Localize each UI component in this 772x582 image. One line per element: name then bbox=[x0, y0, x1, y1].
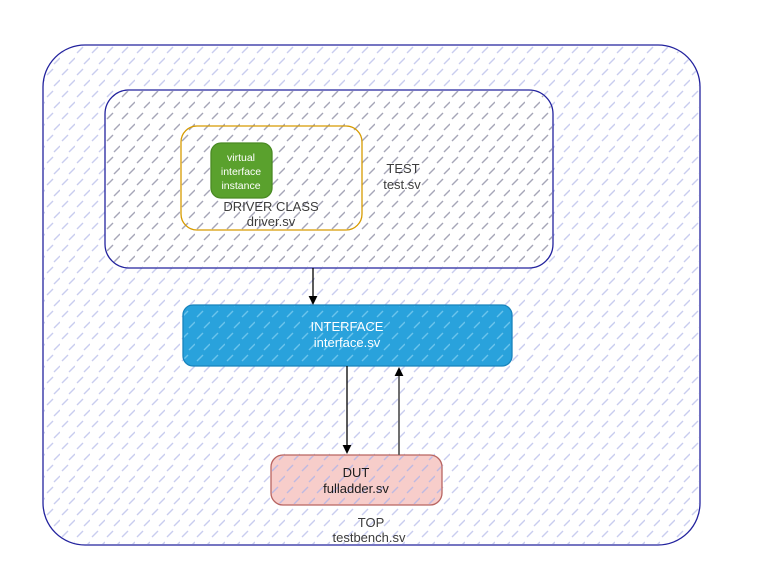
dut-node: DUT fulladder.sv bbox=[270, 454, 443, 506]
arrow-interface-to-dut bbox=[342, 366, 352, 454]
arrow-test-to-interface-head bbox=[308, 296, 318, 305]
interface-node: INTERFACE interface.sv bbox=[182, 304, 513, 367]
dut-subtitle: fulladder.sv bbox=[323, 481, 389, 496]
interface-box-hatch bbox=[184, 306, 511, 365]
dut-box-hatch bbox=[272, 456, 441, 504]
interface-title: INTERFACE bbox=[311, 319, 384, 334]
top-container-title: TOP bbox=[358, 515, 385, 530]
test-container-hatch bbox=[106, 91, 552, 267]
arrow-test-to-interface bbox=[308, 268, 318, 305]
test-container: TEST test.sv bbox=[104, 89, 554, 269]
arrow-dut-to-interface-head bbox=[394, 367, 404, 376]
test-container-title: TEST bbox=[386, 161, 419, 176]
virtual-interface-line3: instance bbox=[221, 180, 260, 192]
test-container-subtitle: test.sv bbox=[383, 177, 421, 192]
interface-subtitle: interface.sv bbox=[314, 335, 381, 350]
arrow-interface-to-dut-head bbox=[342, 445, 352, 454]
virtual-interface-box bbox=[210, 142, 273, 199]
virtual-interface-instance-node: virtual interface instance bbox=[210, 142, 273, 199]
virtual-interface-line1: virtual bbox=[227, 152, 255, 164]
driver-class-box bbox=[180, 125, 363, 231]
arrow-dut-to-interface bbox=[394, 367, 404, 455]
virtual-interface-line2: interface bbox=[221, 166, 261, 178]
driver-class-container: DRIVER CLASS driver.sv bbox=[180, 125, 363, 231]
top-container-subtitle: testbench.sv bbox=[333, 530, 406, 545]
dut-title: DUT bbox=[343, 465, 370, 480]
driver-class-title: DRIVER CLASS bbox=[223, 199, 319, 214]
driver-class-subtitle: driver.sv bbox=[247, 214, 296, 229]
